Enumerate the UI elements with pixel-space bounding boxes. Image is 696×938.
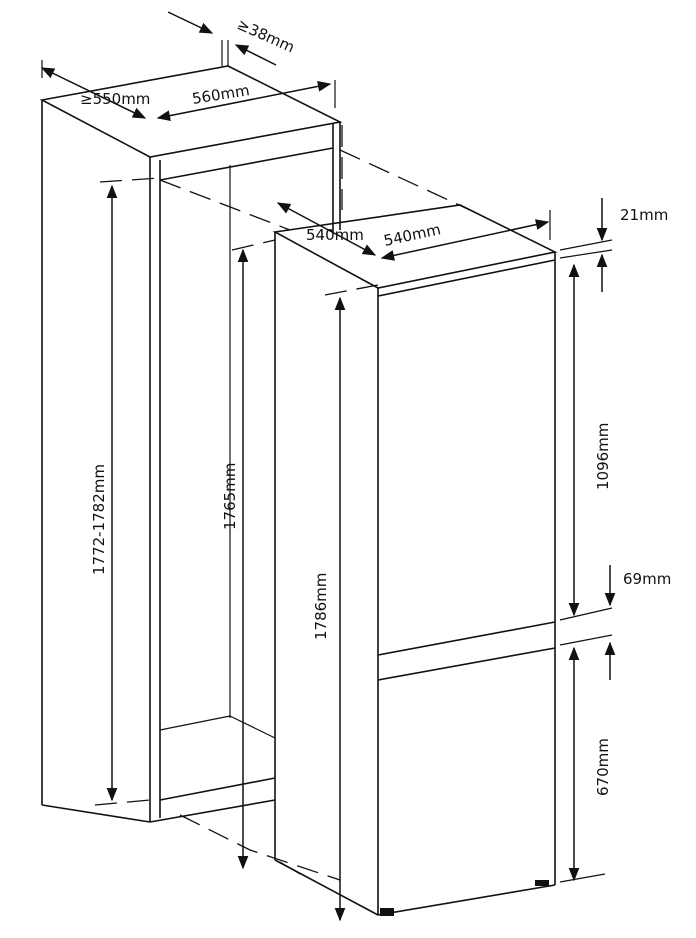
niche-height-label: 1772-1782mm bbox=[90, 464, 108, 575]
niche-width-label: 560mm bbox=[191, 81, 251, 108]
upper-door-label: 1096mm bbox=[594, 423, 612, 490]
refrigerator bbox=[272, 204, 558, 916]
top-gap-label: 21mm bbox=[620, 206, 668, 224]
door-gap-label: 69mm bbox=[623, 570, 671, 588]
dimension-lines bbox=[40, 11, 616, 922]
fridge-height-label: 1786mm bbox=[312, 573, 330, 640]
cabinet-niche bbox=[39, 40, 343, 823]
projection-lines bbox=[94, 125, 471, 881]
fridge-width-label: 540mm bbox=[382, 220, 442, 250]
fridge-depth-label: 540mm bbox=[306, 226, 364, 244]
inner-height-label: 1765mm bbox=[221, 463, 239, 530]
ventilation-gap-label: ≥38mm bbox=[234, 15, 297, 56]
niche-depth-label: ≥550mm bbox=[80, 90, 150, 108]
lower-door-label: 670mm bbox=[594, 738, 612, 796]
